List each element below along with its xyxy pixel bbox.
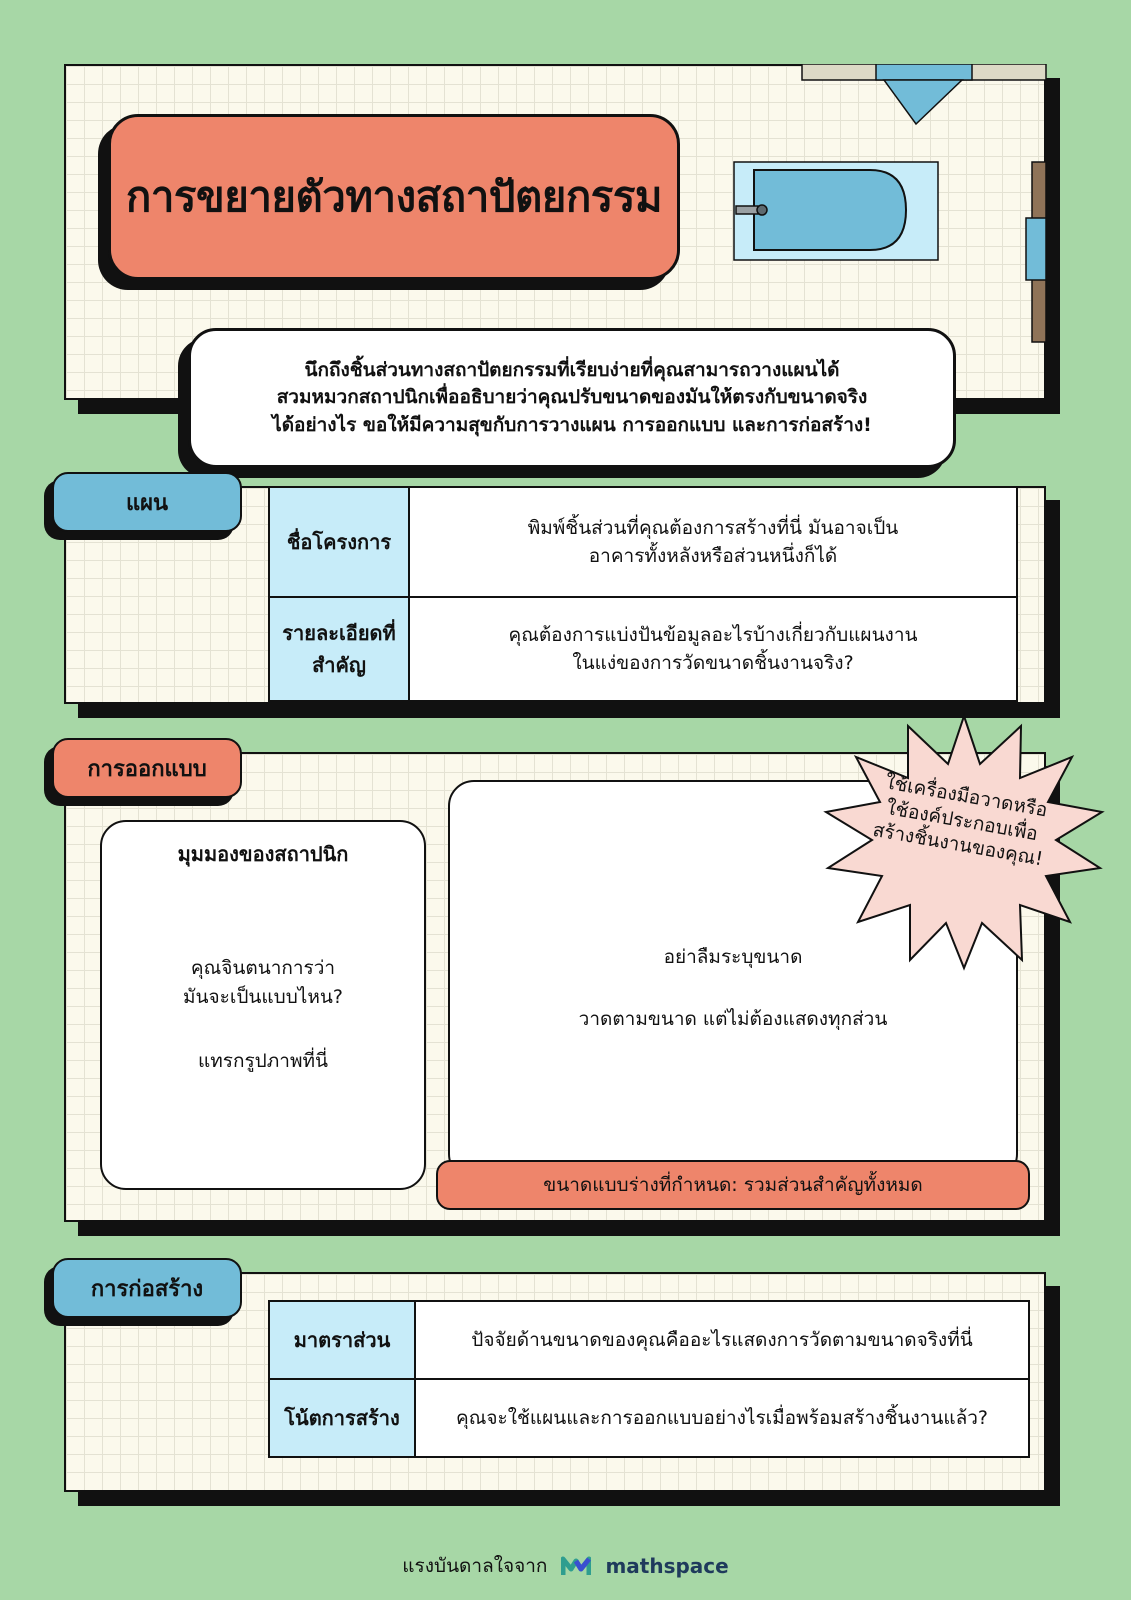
plan-key-key-details: รายละเอียดที่ สำคัญ (268, 596, 410, 702)
sketch-note-scale: วาดตามขนาด แต่ไม่ต้องแสดงทุกส่วน (578, 1008, 888, 1030)
design-label-text: การออกแบบ (87, 756, 207, 782)
plan-table: ชื่อโครงการ พิมพ์ชิ้นส่วนที่คุณต้องการสร… (268, 486, 1018, 702)
mathspace-logo-icon (561, 1555, 592, 1577)
door-frame (875, 64, 973, 81)
footer-text: แรงบันดาลใจจาก (402, 1555, 548, 1577)
plan-key-project-name: ชื่อโครงการ (268, 486, 410, 598)
insert-image-hint[interactable]: แทรกรูปภาพที่นี่ (198, 1050, 328, 1072)
plan-label: แผน (52, 472, 242, 532)
design-label: การออกแบบ (52, 738, 242, 798)
bathtub-inner (753, 169, 908, 251)
window-icon (1025, 217, 1047, 281)
footer: แรงบันดาลใจจาก mathspace (0, 1548, 1131, 1584)
sketch-note-dimensions: อย่าลืมระบุขนาด (663, 946, 803, 968)
sketch-caption: ขนาดแบบร่างที่กำหนด: รวมส่วนสำคัญทั้งหมด (543, 1174, 923, 1196)
page-title: การขยายตัวทางสถาปัตยกรรม (125, 172, 663, 221)
construction-table: มาตราส่วน ปัจจัยด้านขนาดของคุณคืออะไรแสด… (268, 1300, 1030, 1458)
door-swing-icon (882, 79, 964, 126)
table-row: ชื่อโครงการ พิมพ์ชิ้นส่วนที่คุณต้องการสร… (268, 486, 1018, 598)
title-box: การขยายตัวทางสถาปัตยกรรม (108, 114, 680, 280)
faucet-icon (735, 205, 759, 215)
construction-label: การก่อสร้าง (52, 1258, 242, 1318)
construction-key-scale: มาตราส่วน (268, 1300, 416, 1380)
construction-key-build-notes: โน้ตการสร้าง (268, 1378, 416, 1458)
construction-value-scale[interactable]: ปัจจัยด้านขนาดของคุณคืออะไรแสดงการวัดตาม… (414, 1300, 1030, 1380)
plan-value-project-name[interactable]: พิมพ์ชิ้นส่วนที่คุณต้องการสร้างที่นี่ มั… (408, 486, 1018, 598)
starburst-shape (823, 712, 1105, 971)
architect-view-card[interactable]: มุมมองของสถาปนิก คุณจินตนาการว่า มันจะเป… (100, 820, 426, 1190)
table-row: โน้ตการสร้าง คุณจะใช้แผนและการออกแบบอย่า… (268, 1378, 1030, 1458)
drain-icon (756, 204, 768, 216)
plan-label-text: แผน (125, 490, 169, 516)
plan-value-key-details[interactable]: คุณต้องการแบ่งปันข้อมูลอะไรบ้างเกี่ยวกับ… (408, 596, 1018, 702)
construction-value-build-notes[interactable]: คุณจะใช้แผนและการออกแบบอย่างไรเมื่อพร้อม… (414, 1378, 1030, 1458)
architect-view-body: คุณจินตนาการว่า มันจะเป็นแบบไหน? (183, 957, 343, 1009)
footer-brand: mathspace (605, 1554, 729, 1578)
intro-text: นึกถึงชิ้นส่วนทางสถาปัตยกรรมที่เรียบง่าย… (272, 358, 872, 436)
floor-plan-illustration (733, 64, 1047, 343)
intro-box: นึกถึงชิ้นส่วนทางสถาปัตยกรรมที่เรียบง่าย… (188, 328, 956, 468)
table-row: มาตราส่วน ปัจจัยด้านขนาดของคุณคืออะไรแสด… (268, 1300, 1030, 1380)
table-row: รายละเอียดที่ สำคัญ คุณต้องการแบ่งปันข้อ… (268, 596, 1018, 702)
sketch-caption-bar: ขนาดแบบร่างที่กำหนด: รวมส่วนสำคัญทั้งหมด (436, 1160, 1030, 1210)
construction-label-text: การก่อสร้าง (90, 1276, 204, 1302)
architect-view-heading: มุมมองของสถาปนิก (177, 842, 349, 866)
